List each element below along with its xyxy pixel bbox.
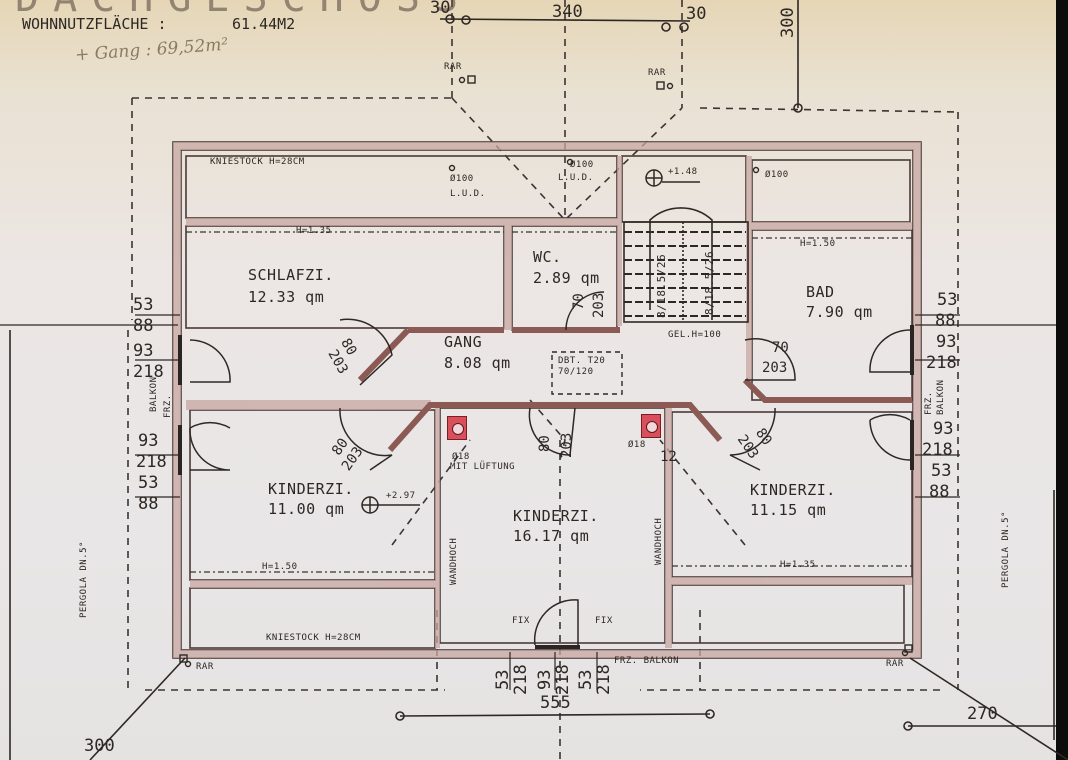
room-bad-name: BAD [806,283,835,301]
pergola-label: PERGOLA DN.5° [79,541,89,618]
socket-label: MIT LÜFTUNG [450,462,516,472]
window-dim: 218 [136,452,167,472]
socket-diameter: Ø18 [452,452,470,462]
railing-height: GEL.H=100 [668,330,722,340]
door-height: 203 [762,360,788,376]
window-dim: 218 [594,664,614,695]
room-kinder-right-name: KINDERZI. [750,481,836,499]
window-dim: 218 [553,664,573,695]
window-dim: 88 [133,316,154,336]
room-bad-area: 7.90 qm [806,303,873,321]
area-value: 61.44M2 [232,15,296,33]
dim-top-30-right: 30 [686,4,707,24]
pergola-label: PERGOLA DN.5° [1001,511,1011,588]
window-dim: 53 [133,295,154,315]
pipe-diameter: Ø100 [570,160,594,170]
vent-socket-icon [447,416,467,440]
room-kinder-right-area: 11.15 qm [750,501,827,519]
room-wc-name: WC. [533,248,562,266]
rar-label: RAR [444,62,462,72]
door-height: 203 [559,432,575,458]
room-gang-area: 8.08 qm [444,354,511,372]
rar-label: RAR [196,662,214,672]
kniestock-label: KNIESTOCK H=28CM [266,633,361,643]
dim-12: 12 [660,449,677,465]
door-width: 80 [537,435,553,452]
dbt-label: DBT. T20 [558,356,606,366]
window-dim: 218 [511,664,531,695]
stair-spec: 8/18.5/26 [655,253,668,318]
fix-label: FIX [512,616,530,626]
rar-label: RAR [648,68,666,78]
socket-diameter: Ø18 [628,440,646,450]
window-dim: 218 [133,362,164,382]
wandhoch-label: WANDHOCH [449,537,459,585]
level-marker: +1.48 [668,167,698,177]
room-wc-area: 2.89 qm [533,269,600,287]
room-schlafzimmer-area: 12.33 qm [248,288,325,306]
dim-bottom-555: 555 [540,693,571,713]
window-dim: 53 [138,473,159,493]
door-width: 70 [571,293,587,310]
pipe-label: L.U.D. [558,173,594,183]
dim-top-30-left: 30 [430,0,451,18]
window-dim: 93 [933,419,954,439]
room-kinder-left-name: KINDERZI. [268,480,354,498]
rar-label: RAR [886,659,904,669]
pipe-diameter: Ø100 [765,170,789,180]
height-label: H=1.50 [262,562,298,572]
room-kinder-mid-area: 16.17 qm [513,527,590,545]
dim-bottom-270: 270 [967,704,998,724]
balkon-label: BALKON [936,379,946,415]
dbt-size: 70/120 [558,367,594,377]
kniestock-label: KNIESTOCK H=28CM [210,157,305,167]
window-dim: 93 [535,669,555,690]
height-label: H=1.35 [296,226,332,236]
window-dim: 88 [935,311,956,331]
door-width: 70 [772,340,789,356]
window-dim: 93 [138,431,159,451]
window-dim: 53 [493,669,513,690]
dim-top-340: 340 [552,2,583,22]
vent-socket-icon [641,414,661,438]
fix-label: FIX [595,616,613,626]
window-dim: 218 [922,440,953,460]
stair-spec: 8/18.5/26 [703,250,716,315]
wandhoch-label: WANDHOCH [654,517,664,565]
height-label: H=1.50 [800,239,836,249]
window-dim: 218 [926,353,957,373]
plan-title-cropped: DACHGESCHOSS [15,0,472,18]
room-kinder-mid-name: KINDERZI. [513,507,599,525]
balkon-label: FRZ. BALKON [614,656,680,666]
window-dim: 88 [929,482,950,502]
window-dim: 88 [138,494,159,514]
level-marker: +2.97 [386,491,416,501]
frz-label: FRZ. [163,394,173,418]
pipe-label: L.U.D. [450,189,486,199]
area-label: WOHNNUTZFLÄCHE : [22,15,167,33]
window-dim: 53 [931,461,952,481]
window-dim: 93 [133,341,154,361]
window-dim: 93 [936,332,957,352]
room-gang-name: GANG [444,333,483,351]
frz-label: FRZ. [924,391,934,415]
room-schlafzimmer-name: SCHLAFZI. [248,266,334,284]
height-label: H=1.35 [780,560,816,570]
dim-top-300: 300 [778,7,798,38]
photo-edge [1056,0,1068,760]
room-kinder-left-area: 11.00 qm [268,500,345,518]
window-dim: 53 [576,669,596,690]
window-dim: 53 [937,290,958,310]
door-height: 203 [591,292,607,318]
dim-bottom-300: 300 [84,736,115,756]
pipe-diameter: Ø100 [450,174,474,184]
